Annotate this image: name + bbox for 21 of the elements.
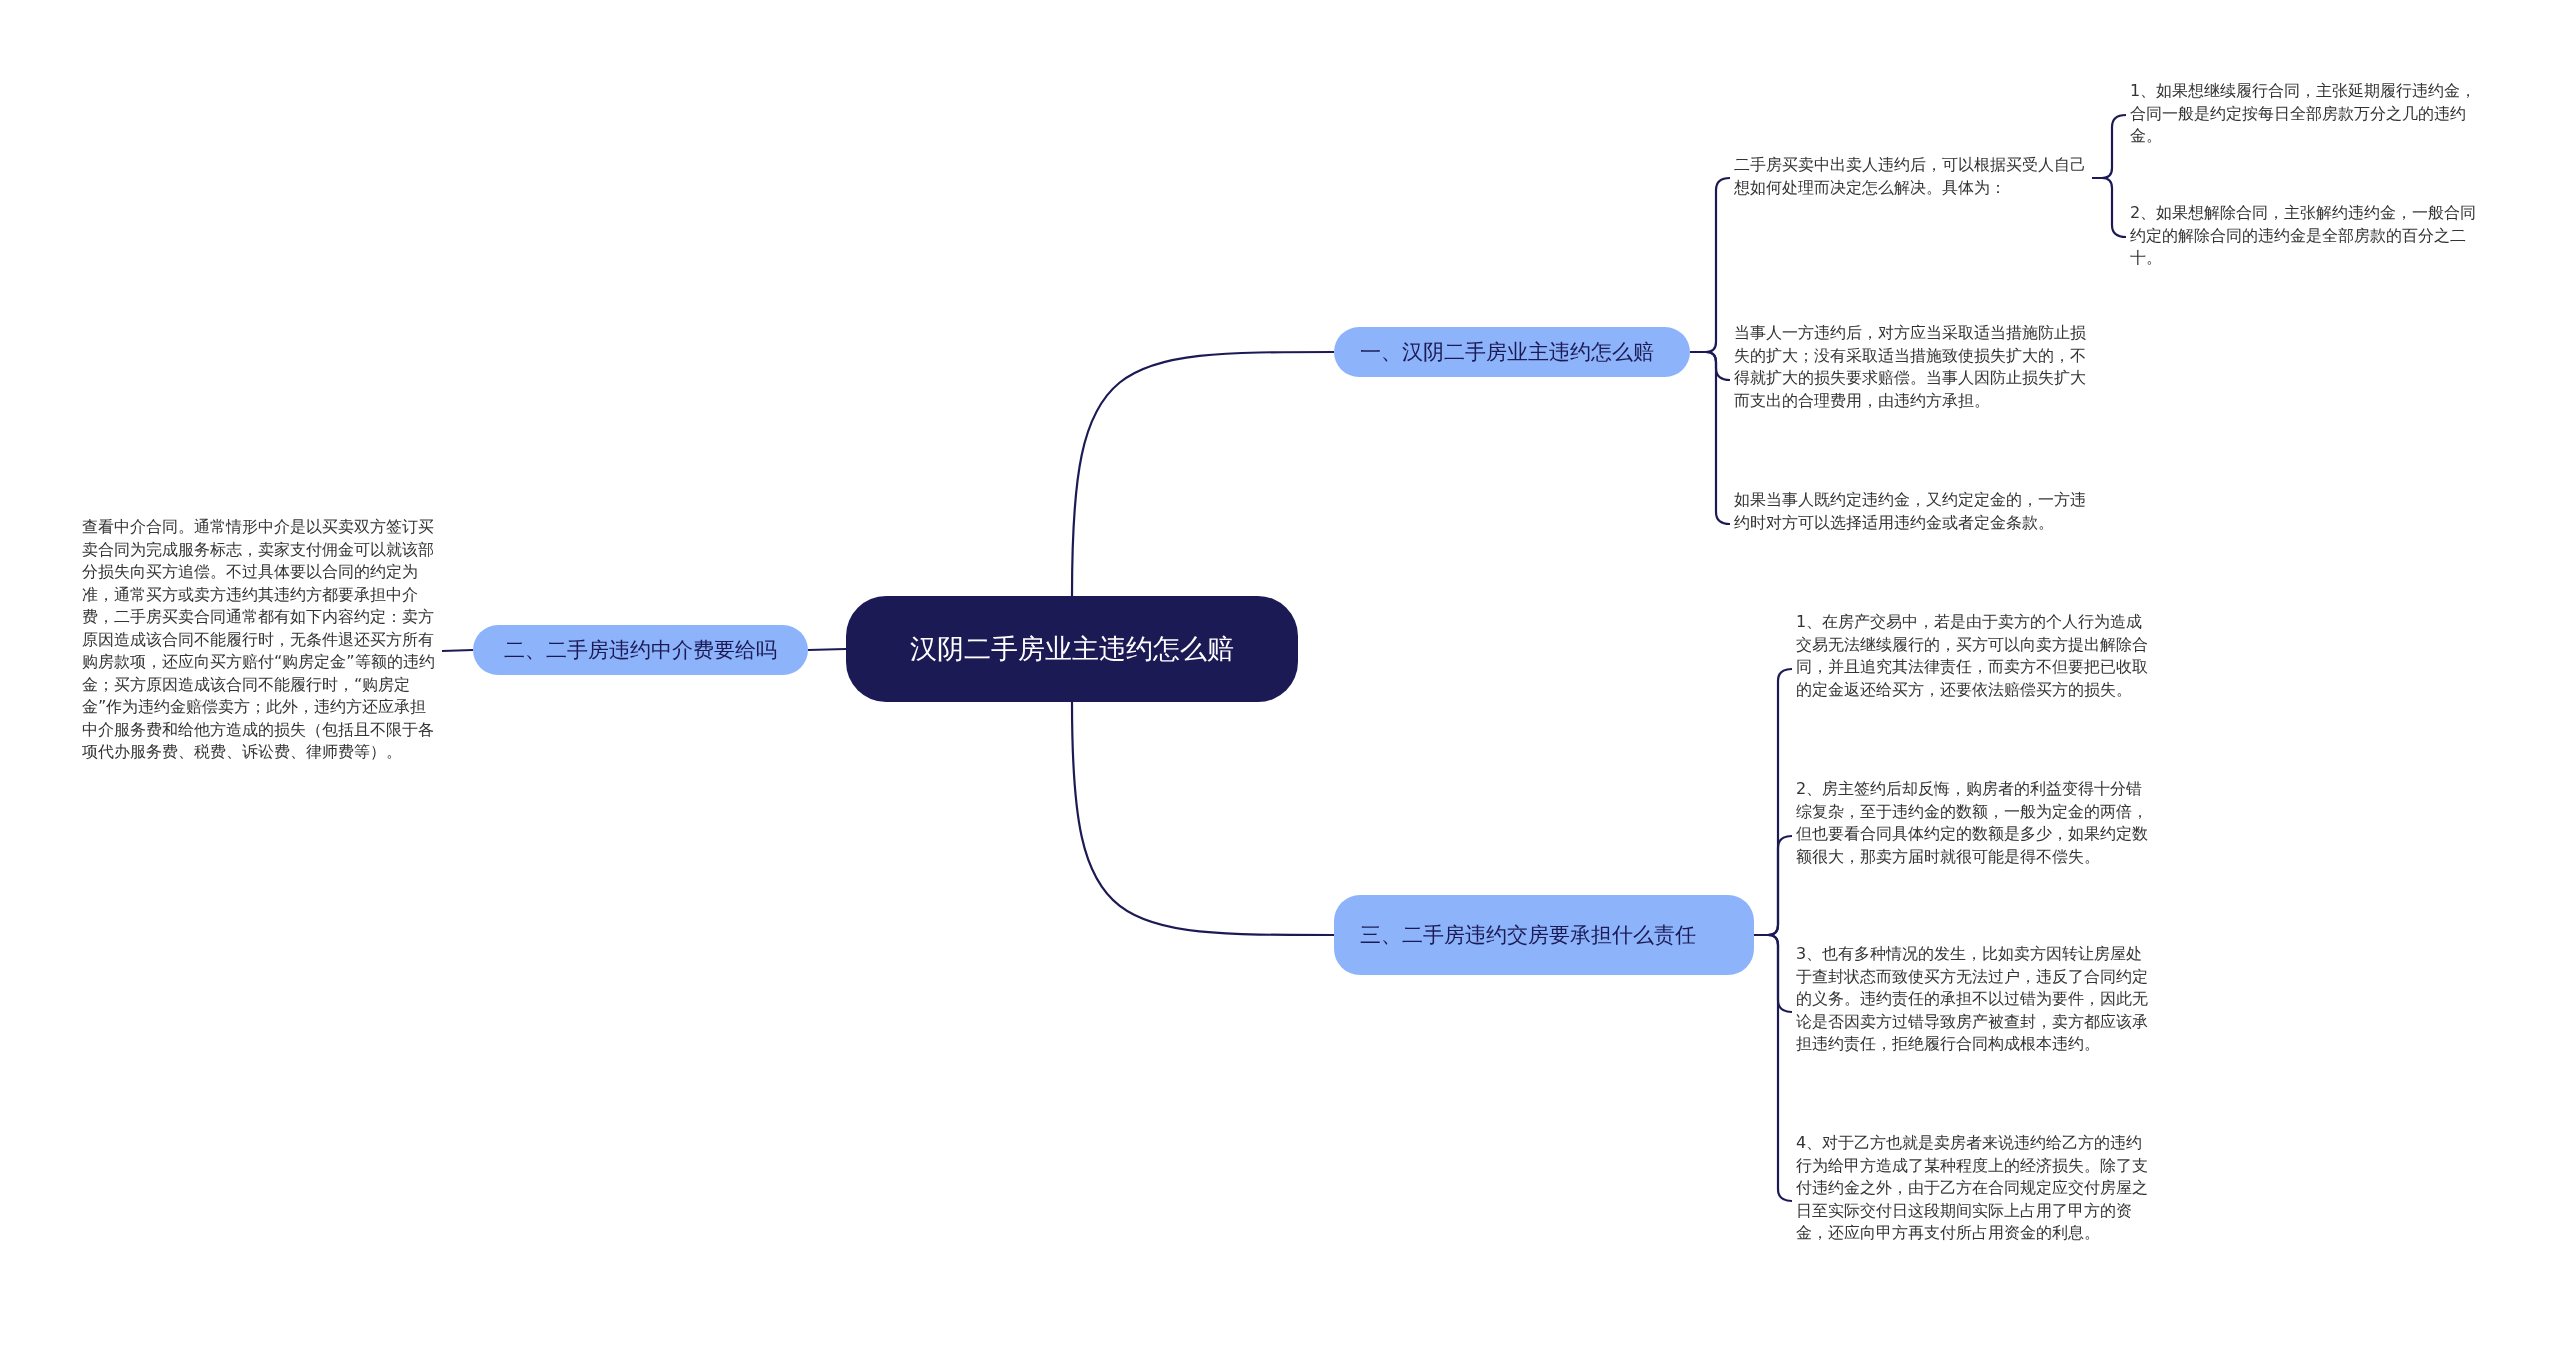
- topic-text: 2、房主签约后却反悔，购房者的利益变得十分错综复杂，至于违约金的数额，一般为定金的两倍，但也要看合同具体约定的数额是多少，如果约定数额很大，那卖方届时就很可能是得不偿失。: [1796, 778, 2156, 894]
- topic-text: 如果当事人既约定违约金，又约定定金的，一方违约时对方可以选择适用违约金或者定金条款。: [1734, 489, 2092, 559]
- connector-line: [1070, 350, 1334, 596]
- connector-line: [441, 648, 474, 653]
- branch-topic: 二、二手房违约中介费要给吗: [473, 625, 808, 675]
- topic-text: 二手房买卖中出卖人违约后，可以根据买受人自己想如何处理而决定怎么解决。具体为：: [1734, 154, 2092, 202]
- topic-text: 3、也有多种情况的发生，比如卖方因转让房屋处于查封状态而致使买方无法过户，违反了合同约定的义务。违约责任的承担不以过错为要件，因此无论是否因卖方过错导致房产被查封，卖方都应该承担违约责任，拒绝履行合同构成根本违约。: [1796, 943, 2156, 1081]
- branch-topic: 三、二手房违约交房要承担什么责任: [1334, 895, 1754, 975]
- connector-line: [1754, 933, 1793, 1203]
- topic-text: 1、在房产交易中，若是由于卖方的个人行为造成交易无法继续履行的，买方可以向卖方提出解除合同，并且追究其法律责任，而卖方不但要把已收取的定金返还给买方，还要依法赔偿买方的损失。: [1796, 611, 2156, 727]
- connector-line: [1070, 702, 1334, 937]
- topic-text: 4、对于乙方也就是卖房者来说违约给乙方的违约行为给甲方造成了某种程度上的经济损失。除了支付违约金之外，由于乙方在合同规定应交付房屋之日至实际交付日这段期间实际上占用了甲方的资金，还应向甲方再支付所占用资金的利息。: [1796, 1132, 2156, 1270]
- topic-text: 2、如果想解除合同，主张解约违约金，一般合同约定的解除合同的违约金是全部房款的百分之二十。: [2130, 202, 2490, 272]
- topic-text: 查看中介合同。通常情形中介是以买卖双方签订买卖合同为完成服务标志，卖家支付佣金可以就该部分损失向买方追偿。不过具体要以合同的约定为准，通常买方或卖方违约其违约方都要承担中介费，二手房买卖合同通常都有如下内容约定：卖方原因造成该合同不能履行时，无条件退还买方所有购房款项，还应向买方赔付“购房定金”等额的违约金；买方原因造成该合同不能履行时，“购房定金”作为违约金赔偿卖方；此外，违约方还应承担中介服务费和给他方造成的损失（包括且不限于各项代办服务费、税费、诉讼费、律师费等）。: [82, 516, 438, 786]
- connector-line: [1690, 350, 1731, 526]
- branch-topic: 一、汉阴二手房业主违约怎么赔: [1334, 327, 1690, 377]
- topic-text: 1、如果想继续履行合同，主张延期履行违约金，合同一般是约定按每日全部房款万分之几的违约金。: [2130, 80, 2490, 150]
- central-topic: 汉阴二手房业主违约怎么赔: [846, 596, 1298, 702]
- connector-line: [807, 647, 847, 652]
- topic-text: 当事人一方违约后，对方应当采取适当措施防止损失的扩大；没有采取适当措施致使损失扩大的，不得就扩大的损失要求赔偿。当事人因防止损失扩大而支出的合理费用，由违约方承担。: [1734, 322, 2092, 438]
- connector-line: [2092, 176, 2127, 239]
